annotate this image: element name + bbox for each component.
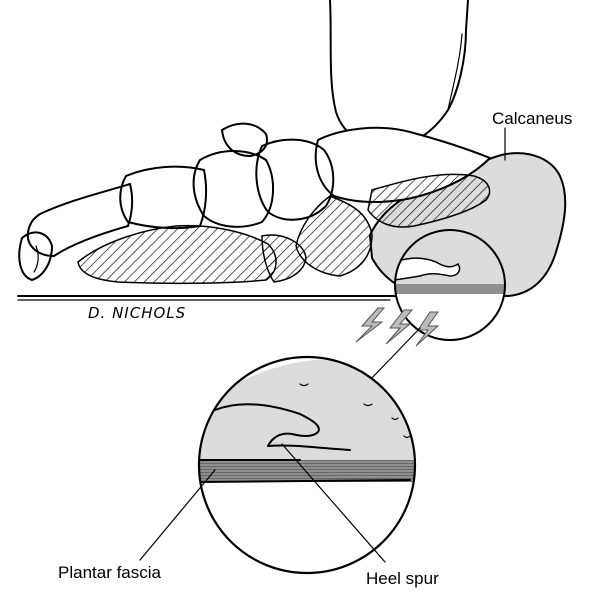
label-heel-spur: Heel spur bbox=[366, 569, 439, 588]
label-plantar-fascia: Plantar fascia bbox=[58, 563, 162, 582]
midfoot-ligament-hatch bbox=[296, 196, 372, 276]
leg-bones bbox=[330, 0, 468, 147]
label-calcaneus: Calcaneus bbox=[492, 109, 572, 128]
leader-plantar-fascia bbox=[140, 470, 215, 560]
heel-magnifier-small bbox=[395, 230, 505, 344]
heel-magnifier-large bbox=[199, 357, 415, 573]
artist-signature: D. NICHOLS bbox=[88, 304, 186, 322]
plantar-tissue-hatch bbox=[78, 226, 306, 284]
